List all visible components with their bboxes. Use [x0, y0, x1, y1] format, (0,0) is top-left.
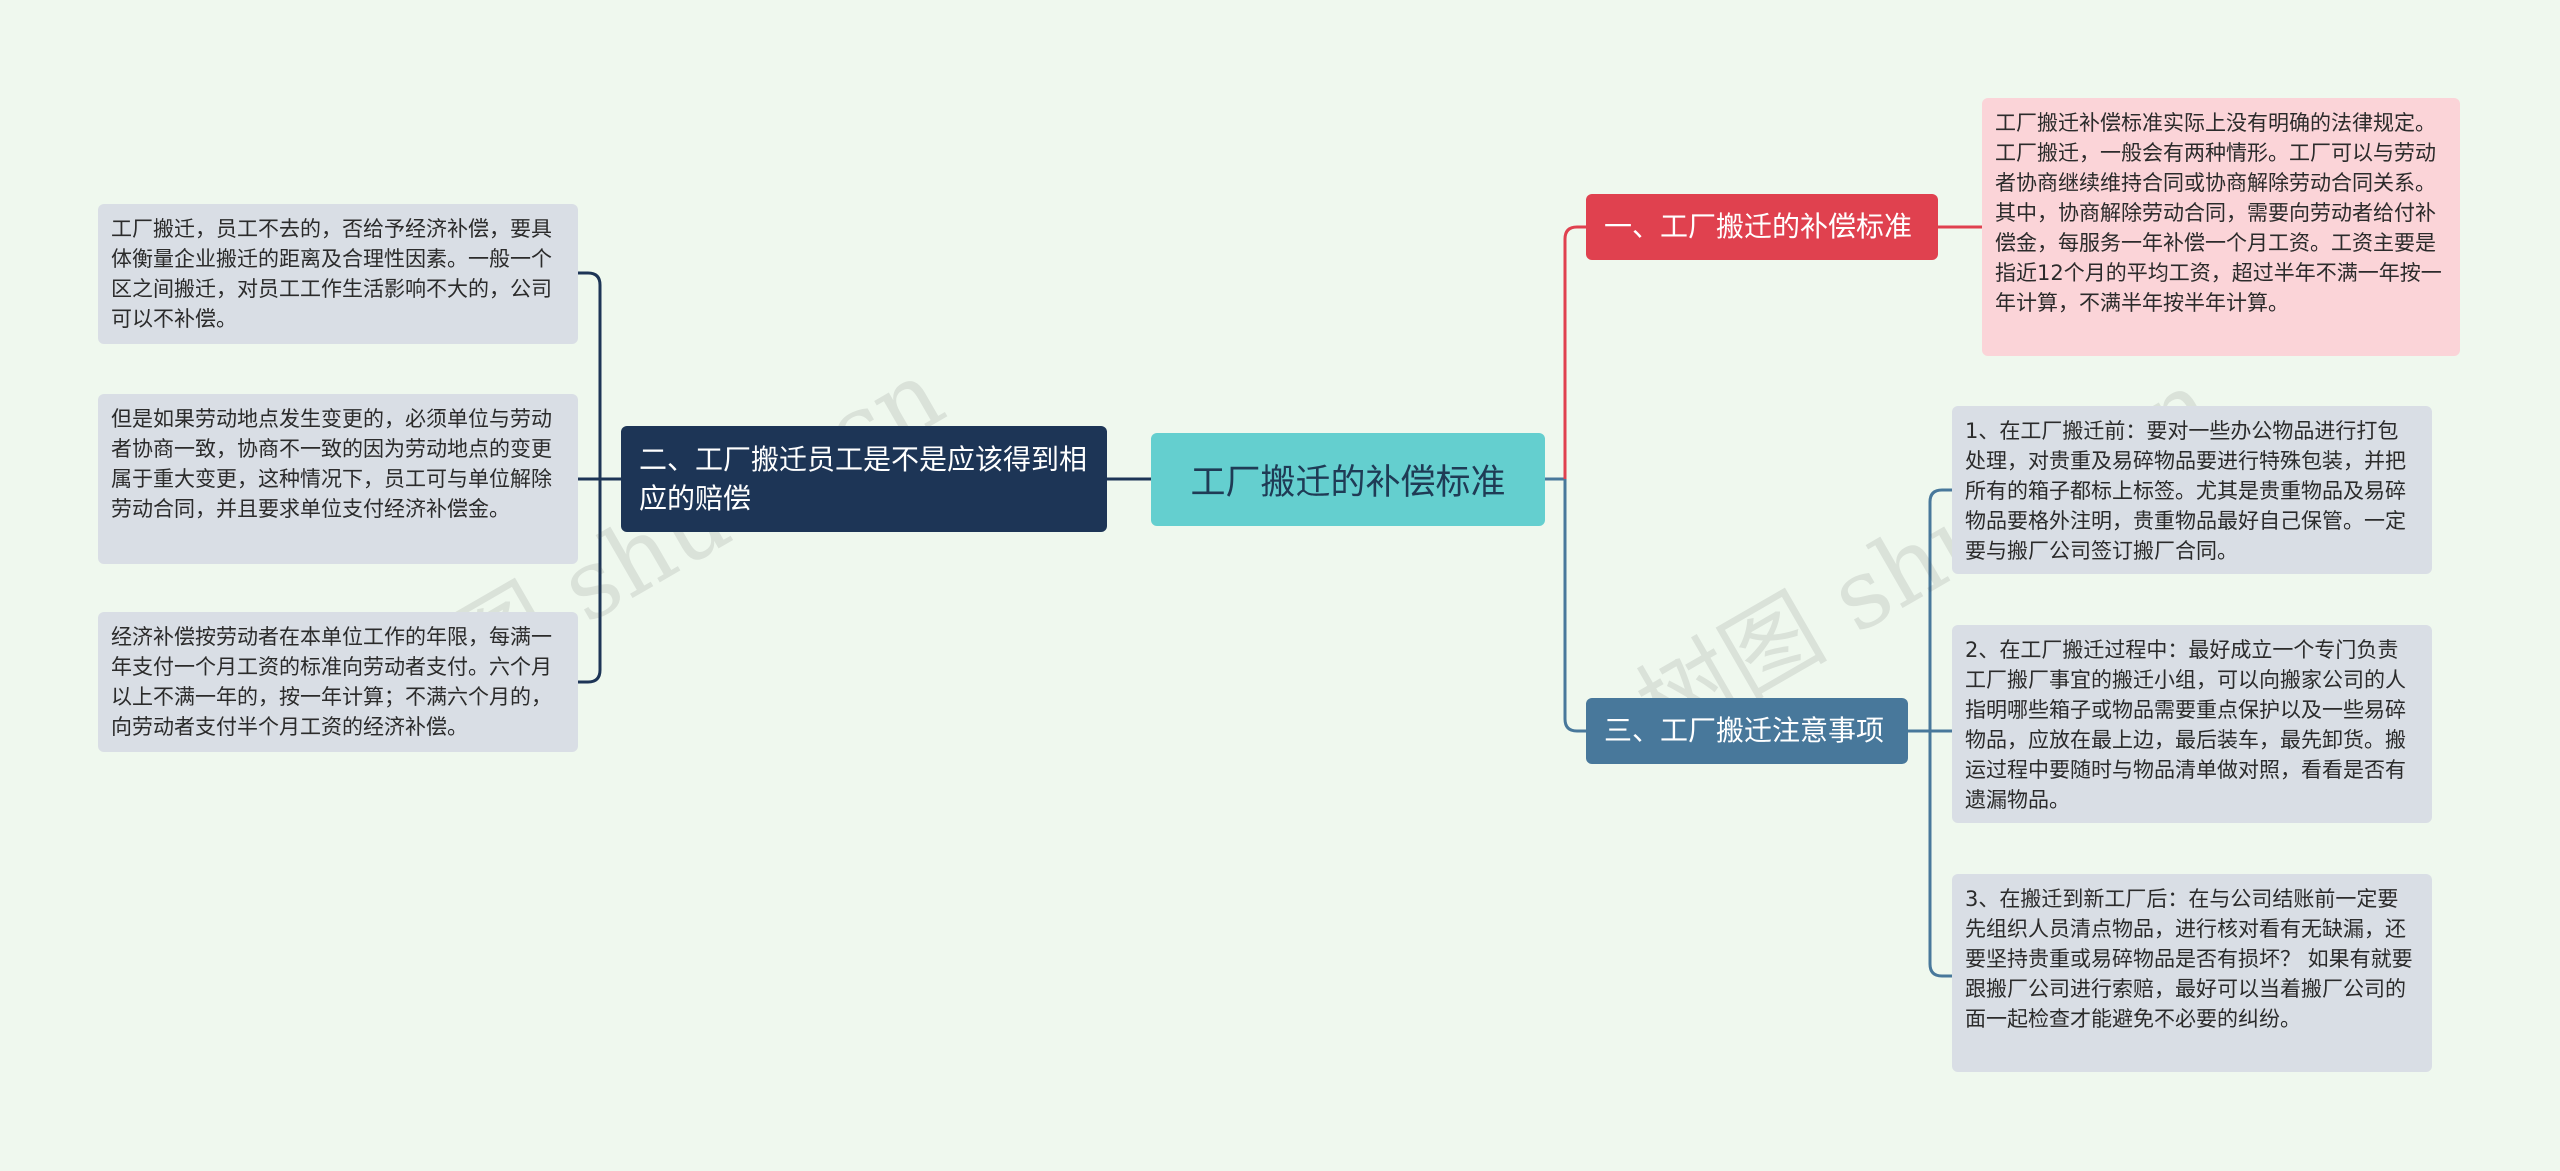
- leaf-text: 但是如果劳动地点发生变更的，必须单位与劳动者协商一致，协商不一致的因为劳动地点的…: [111, 407, 552, 521]
- leaf-after-relocation[interactable]: 3、在搬迁到新工厂后：在与公司结账前一定要先组织人员清点物品，进行核对看有无缺漏…: [1952, 874, 2432, 1072]
- branch-compensation-standard[interactable]: 一、工厂搬迁的补偿标准: [1586, 194, 1938, 260]
- branch-relocation-notes[interactable]: 三、工厂搬迁注意事项: [1586, 698, 1908, 764]
- connector-to-branch-three: [1563, 479, 1586, 733]
- leaf-during-relocation[interactable]: 2、在工厂搬迁过程中：最好成立一个专门负责工厂搬厂事宜的搬迁小组，可以向搬家公司…: [1952, 625, 2432, 823]
- central-topic[interactable]: 工厂搬迁的补偿标准: [1151, 433, 1545, 526]
- connector-branch-two-leaf-3: [578, 479, 602, 684]
- leaf-employee-refuses[interactable]: 工厂搬迁，员工不去的，否给予经济补偿，要具体衡量企业搬迁的距离及合理性因素。一般…: [98, 204, 578, 344]
- connector-branch-two-leaf-1: [578, 271, 602, 479]
- connector-to-branch-one: [1563, 225, 1586, 479]
- leaf-text: 1、在工厂搬迁前：要对一些办公物品进行打包处理，对贵重及易碎物品要进行特殊包装，…: [1965, 419, 2406, 563]
- leaf-before-relocation[interactable]: 1、在工厂搬迁前：要对一些办公物品进行打包处理，对贵重及易碎物品要进行特殊包装，…: [1952, 406, 2432, 574]
- leaf-text: 2、在工厂搬迁过程中：最好成立一个专门负责工厂搬厂事宜的搬迁小组，可以向搬家公司…: [1965, 638, 2406, 812]
- branch-relocation-notes-label: 三、工厂搬迁注意事项: [1604, 714, 1885, 748]
- leaf-text: 3、在搬迁到新工厂后：在与公司结账前一定要先组织人员清点物品，进行核对看有无缺漏…: [1965, 887, 2413, 1031]
- branch-employee-compensation-label: 二、工厂搬迁员工是不是应该得到相应的赔偿: [639, 442, 1088, 515]
- leaf-text: 工厂搬迁，员工不去的，否给予经济补偿，要具体衡量企业搬迁的距离及合理性因素。一般…: [111, 217, 552, 331]
- branch-employee-compensation[interactable]: 二、工厂搬迁员工是不是应该得到相应的赔偿: [621, 426, 1107, 532]
- leaf-compensation-calculation[interactable]: 经济补偿按劳动者在本单位工作的年限，每满一年支付一个月工资的标准向劳动者支付。六…: [98, 612, 578, 752]
- leaf-text: 经济补偿按劳动者在本单位工作的年限，每满一年支付一个月工资的标准向劳动者支付。六…: [111, 625, 552, 739]
- leaf-workplace-change[interactable]: 但是如果劳动地点发生变更的，必须单位与劳动者协商一致，协商不一致的因为劳动地点的…: [98, 394, 578, 564]
- connector-branch-three-leaf-1: [1928, 488, 1952, 731]
- central-topic-label: 工厂搬迁的补偿标准: [1190, 463, 1506, 503]
- branch-compensation-standard-label: 一、工厂搬迁的补偿标准: [1604, 210, 1913, 244]
- leaf-compensation-detail[interactable]: 工厂搬迁补偿标准实际上没有明确的法律规定。工厂搬迁，一般会有两种情形。工厂可以与…: [1982, 98, 2460, 356]
- connector-branch-three-leaf-3: [1928, 731, 1952, 978]
- leaf-text: 工厂搬迁补偿标准实际上没有明确的法律规定。工厂搬迁，一般会有两种情形。工厂可以与…: [1995, 111, 2442, 315]
